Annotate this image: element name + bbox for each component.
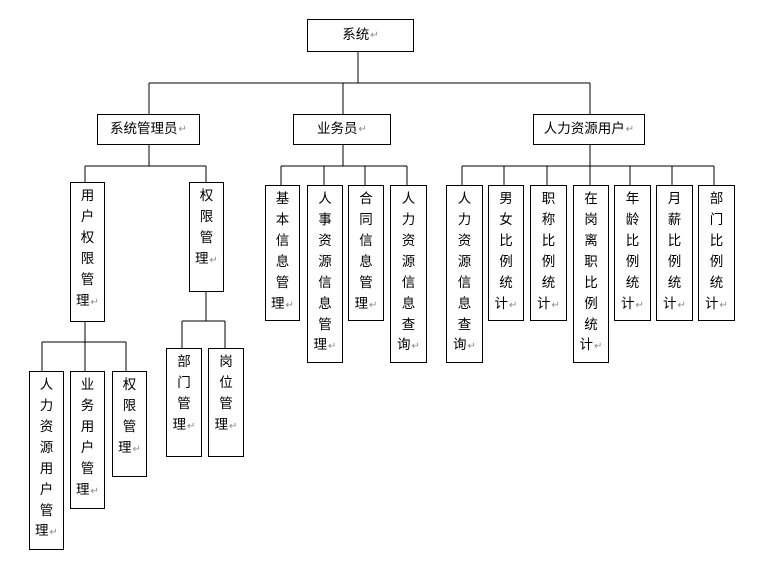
node-title-ratio: 职称比例统计↵ xyxy=(530,185,567,321)
node-label: 在岗离职比例统计↵ xyxy=(579,191,603,354)
node-post-mgmt: 岗位管理↵ xyxy=(208,348,244,457)
node-hr-user: 人力资源用户↵ xyxy=(533,114,645,145)
node-user-permission-mgmt: 用户权限管理↵ xyxy=(70,182,105,322)
node-dept-ratio: 部门比例统计↵ xyxy=(698,185,735,321)
node-clerk-user-mgmt: 业务用户管理↵ xyxy=(70,371,105,509)
node-system: 系统↵ xyxy=(307,19,414,52)
node-label: 男女比例统计↵ xyxy=(494,191,518,312)
node-label: 部门管理↵ xyxy=(172,354,196,433)
node-label: 职称比例统计↵ xyxy=(537,191,560,312)
node-label: 部门比例统计↵ xyxy=(705,191,728,312)
node-permission-mgmt: 权限管理↵ xyxy=(189,182,224,292)
node-dept-mgmt: 部门管理↵ xyxy=(166,348,202,457)
node-label: 人力资源信息查询↵ xyxy=(453,191,476,354)
node-onduty-leave-ratio: 在岗离职比例统计↵ xyxy=(573,185,609,363)
node-personnel-info-mgmt: 人事资源信息管理↵ xyxy=(307,185,343,363)
node-salary-ratio: 月薪比例统计↵ xyxy=(656,185,693,321)
node-label: 人力资源用户 xyxy=(543,121,625,138)
node-label: 业务用户管理↵ xyxy=(76,377,99,498)
node-label: 人力资源信息查询↵ xyxy=(397,191,420,354)
node-label: 基本信息管理↵ xyxy=(271,191,294,312)
node-clerk: 业务员↵ xyxy=(293,114,391,145)
node-label: 业务员 xyxy=(317,121,358,138)
node-gender-ratio: 男女比例统计↵ xyxy=(488,185,524,321)
node-label: 用户权限管理↵ xyxy=(76,188,99,309)
node-label: 权限管理↵ xyxy=(195,188,218,267)
node-label: 年龄比例统计↵ xyxy=(621,191,644,312)
node-hr-user-mgmt: 人力资源用户管理↵ xyxy=(29,371,64,550)
node-hr-info-query: 人力资源信息查询↵ xyxy=(446,185,483,363)
node-label: 合同信息管理↵ xyxy=(354,191,378,312)
node-age-ratio: 年龄比例统计↵ xyxy=(614,185,651,321)
node-contract-info-mgmt: 合同信息管理↵ xyxy=(348,185,384,321)
node-label: 权限管理↵ xyxy=(118,377,141,456)
node-label: 系统管理员 xyxy=(110,121,178,138)
node-label: 人事资源信息管理↵ xyxy=(313,191,337,354)
node-basic-info-mgmt: 基本信息管理↵ xyxy=(265,185,300,321)
node-label: 系统 xyxy=(342,27,370,44)
node-system-admin: 系统管理员↵ xyxy=(97,114,200,145)
node-hr-info-query-clerk: 人力资源信息查询↵ xyxy=(390,185,427,363)
node-permission-leaf: 权限管理↵ xyxy=(112,371,147,477)
node-label: 岗位管理↵ xyxy=(214,354,238,433)
node-label: 月薪比例统计↵ xyxy=(663,191,686,312)
node-label: 人力资源用户管理↵ xyxy=(35,377,58,540)
